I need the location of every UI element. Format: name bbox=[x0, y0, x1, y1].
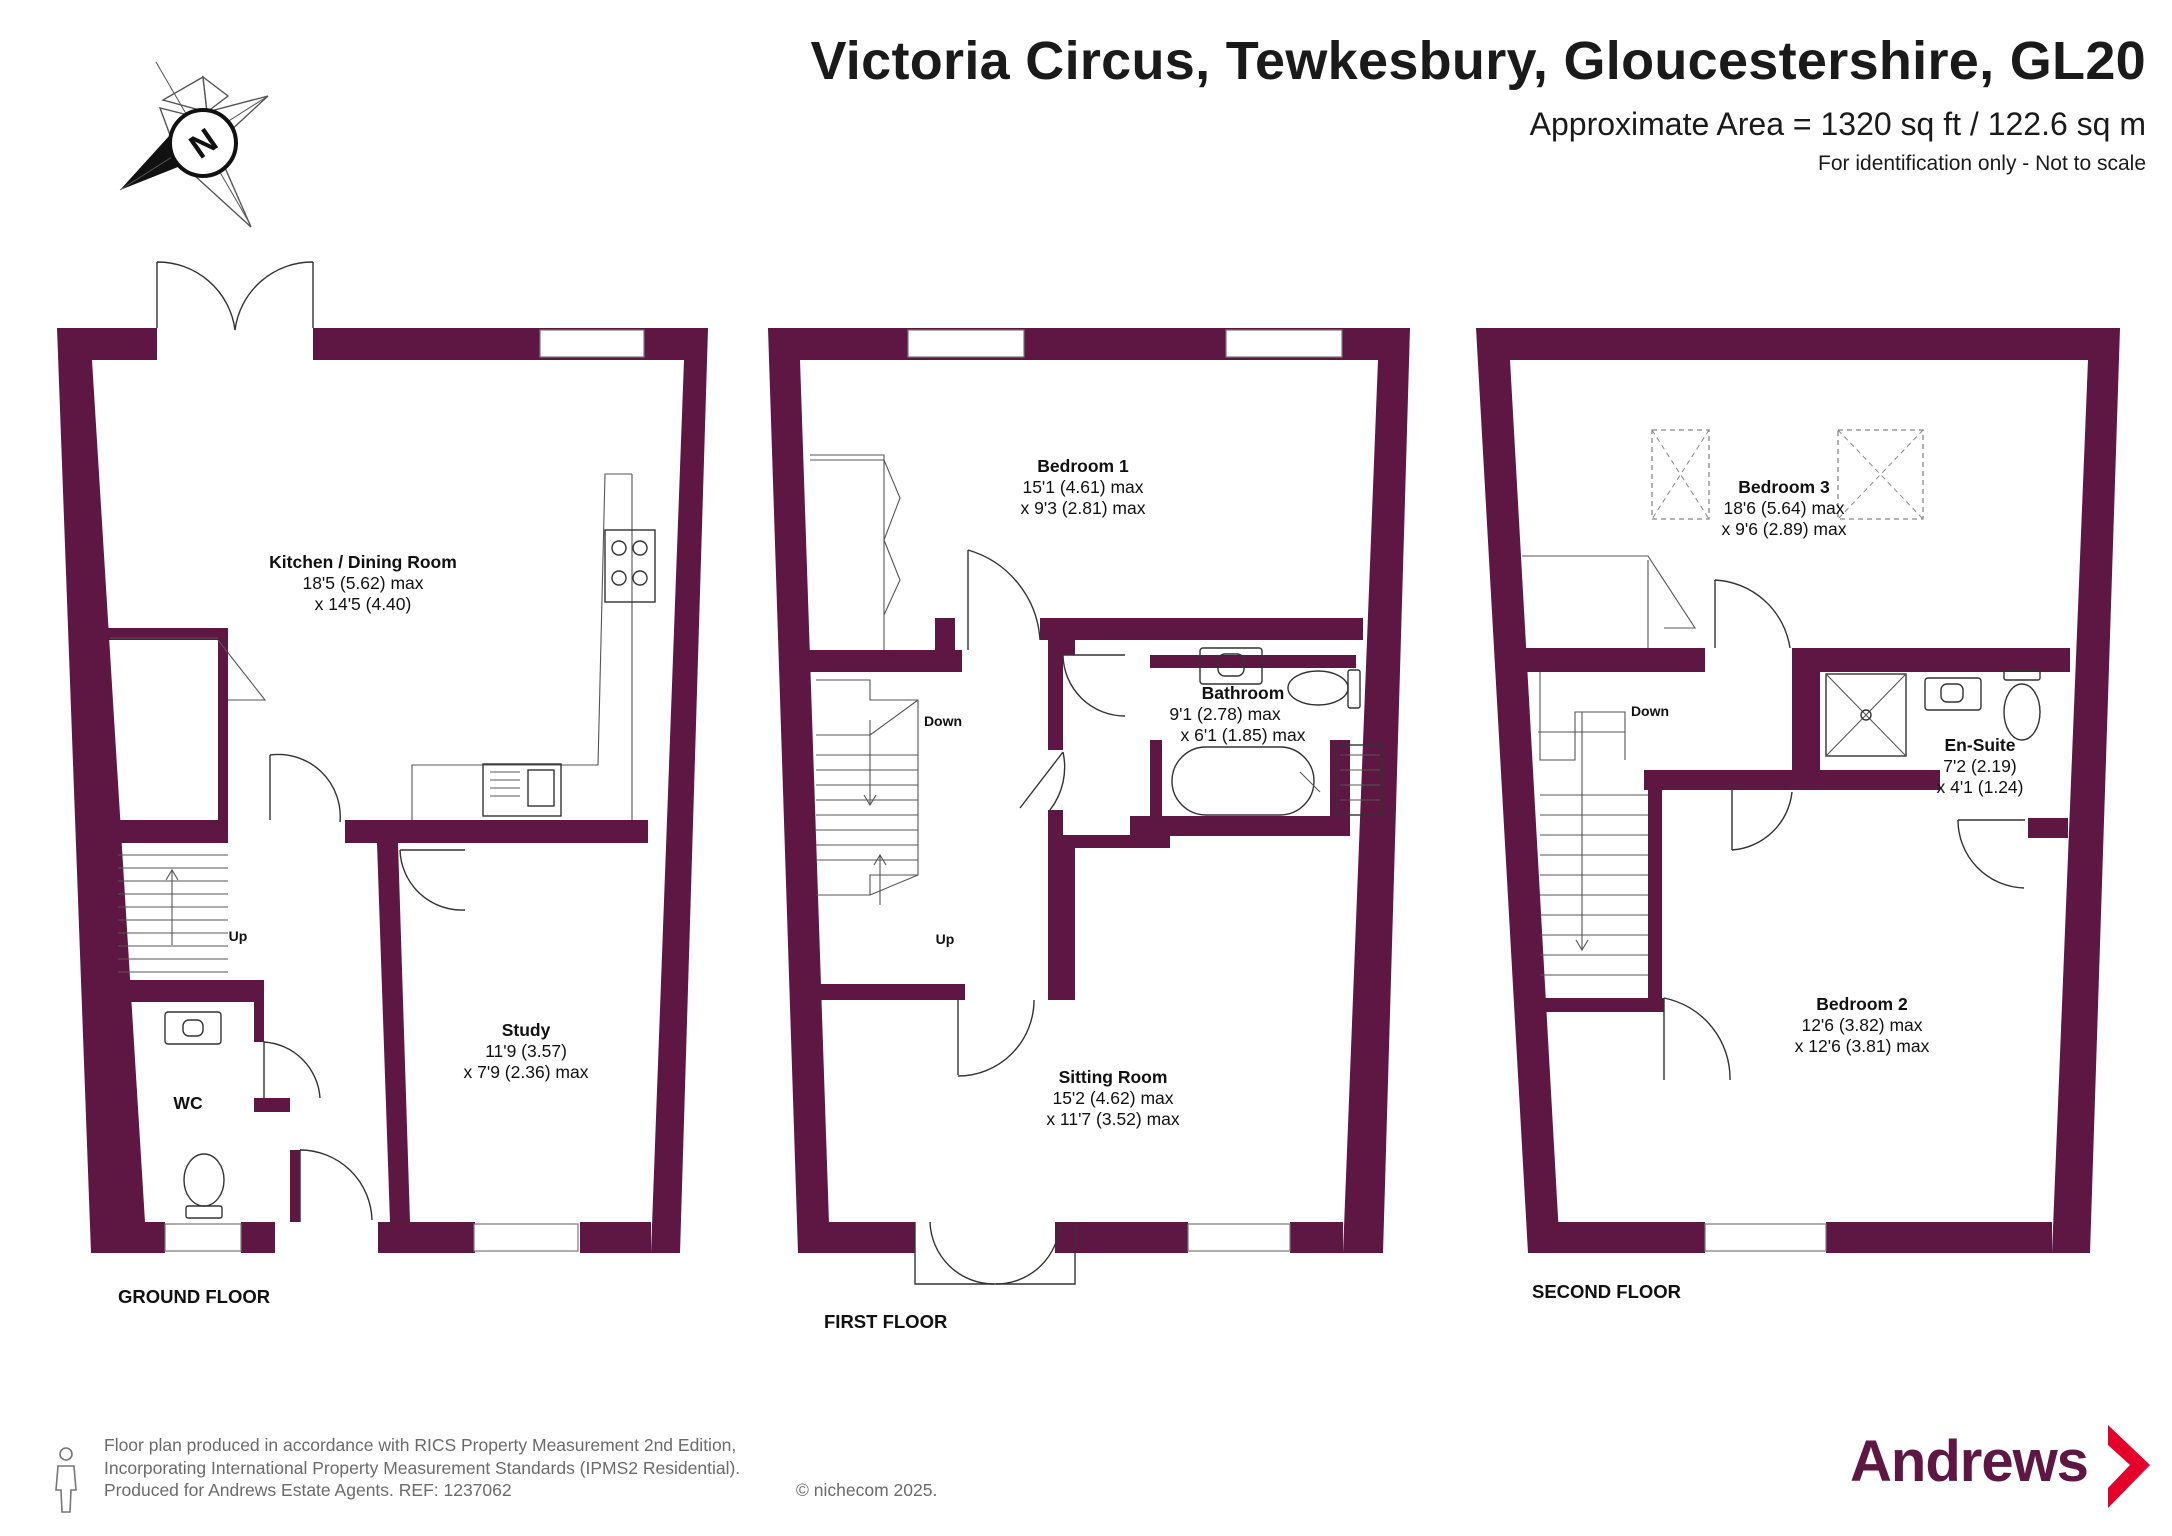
person-icon bbox=[55, 1447, 77, 1513]
kitchen-dim2: x 14'5 (4.40) bbox=[315, 594, 412, 614]
study-dim2: x 7'9 (2.36) max bbox=[464, 1062, 589, 1082]
bedroom1-dim1: 15'1 (4.61) max bbox=[1022, 477, 1143, 497]
bathroom-dim1: 9'1 (2.78) max bbox=[1169, 704, 1281, 724]
kitchen-name: Kitchen / Dining Room bbox=[269, 552, 457, 572]
bedroom3-dim2: x 9'6 (2.89) max bbox=[1722, 519, 1847, 539]
bathroom-name: Bathroom bbox=[1202, 683, 1285, 703]
footer-line3: Produced for Andrews Estate Agents. REF:… bbox=[104, 1480, 512, 1500]
ground-stairs-label: Up bbox=[229, 928, 248, 944]
brand-logo: Andrews bbox=[1850, 1429, 2089, 1494]
first-stairs-down-label: Down bbox=[924, 713, 962, 729]
bedroom3-name: Bedroom 3 bbox=[1738, 477, 1830, 497]
first-floor-label: FIRST FLOOR bbox=[824, 1311, 947, 1332]
wc-name: WC bbox=[173, 1093, 203, 1113]
sitting-dim2: x 11'7 (3.52) max bbox=[1046, 1109, 1180, 1129]
first-stairs-up-label: Up bbox=[936, 931, 955, 947]
bedroom2-dim1: 12'6 (3.82) max bbox=[1801, 1015, 1922, 1035]
footer-text: Floor plan produced in accordance with R… bbox=[104, 1434, 937, 1502]
page-title: Victoria Circus, Tewkesbury, Gloucesters… bbox=[810, 31, 2146, 91]
footer-line1: Floor plan produced in accordance with R… bbox=[104, 1435, 737, 1455]
sitting-dim1: 15'2 (4.62) max bbox=[1052, 1088, 1173, 1108]
area-summary: Approximate Area = 1320 sq ft / 122.6 sq… bbox=[1529, 106, 2146, 142]
ensuite-dim2: x 4'1 (1.24) bbox=[1937, 777, 2024, 797]
ensuite-dim1: 7'2 (2.19) bbox=[1943, 756, 2016, 776]
brand-chevron-icon bbox=[2108, 1425, 2150, 1508]
first-floor-plan bbox=[768, 328, 1410, 1285]
kitchen-dim1: 18'5 (5.62) max bbox=[302, 573, 423, 593]
bedroom3-dim1: 18'6 (5.64) max bbox=[1723, 498, 1844, 518]
footer-line2: Incorporating International Property Mea… bbox=[104, 1457, 741, 1478]
study-dim1: 11'9 (3.57) bbox=[485, 1041, 567, 1061]
compass-icon: N bbox=[119, 61, 269, 228]
bedroom1-name: Bedroom 1 bbox=[1037, 456, 1129, 476]
second-floor-label: SECOND FLOOR bbox=[1532, 1281, 1681, 1302]
ground-floor-plan bbox=[57, 261, 708, 1253]
bedroom2-name: Bedroom 2 bbox=[1816, 994, 1908, 1014]
bathroom-dim2: x 6'1 (1.85) max bbox=[1181, 725, 1306, 745]
ensuite-name: En-Suite bbox=[1945, 735, 2016, 755]
ground-floor-label: GROUND FLOOR bbox=[118, 1286, 270, 1307]
second-stairs-down-label: Down bbox=[1631, 703, 1669, 719]
scale-note: For identification only - Not to scale bbox=[1818, 152, 2146, 175]
bedroom1-dim2: x 9'3 (2.81) max bbox=[1021, 498, 1146, 518]
bedroom2-dim2: x 12'6 (3.81) max bbox=[1795, 1036, 1930, 1056]
second-floor-plan bbox=[1476, 328, 2120, 1253]
footer-copyright: © nichecom 2025. bbox=[796, 1480, 938, 1500]
study-name: Study bbox=[502, 1020, 551, 1040]
sitting-name: Sitting Room bbox=[1059, 1067, 1168, 1087]
